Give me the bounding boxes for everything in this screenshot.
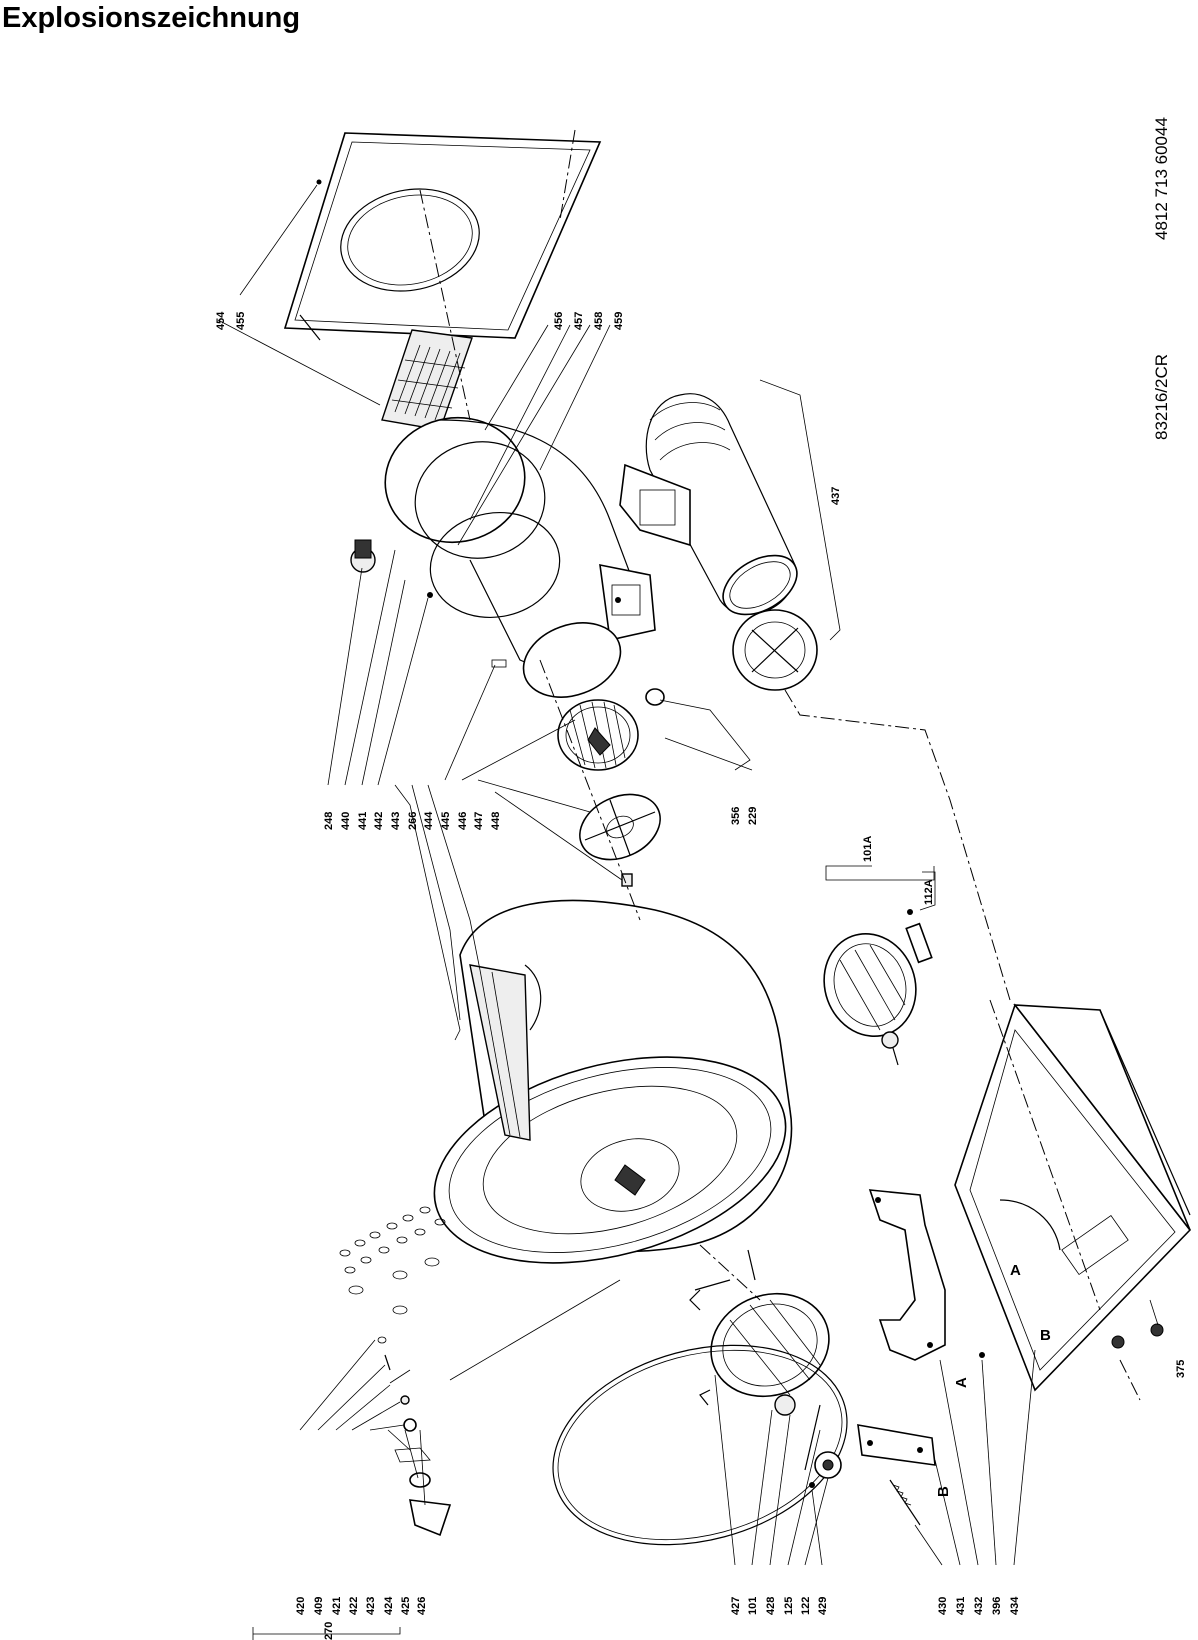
drive-motor xyxy=(689,1249,830,1416)
label-266: 266 xyxy=(407,812,419,830)
label-248: 248 xyxy=(323,812,335,830)
label-229: 229 xyxy=(747,807,759,825)
label-441: 441 xyxy=(357,812,369,830)
front-panel: A B xyxy=(954,1003,1192,1392)
lint-filter xyxy=(381,329,473,431)
label-443: 443 xyxy=(390,812,402,830)
label-455: 455 xyxy=(235,312,247,330)
fan-wheel xyxy=(557,699,639,771)
label-125: 125 xyxy=(783,1597,795,1615)
label-426: 426 xyxy=(416,1597,428,1615)
part-code: 4812 713 60044 xyxy=(1152,117,1171,240)
label-434: 434 xyxy=(1009,1596,1021,1615)
label-432: 432 xyxy=(973,1597,985,1615)
label-448: 448 xyxy=(490,812,502,830)
fan-housing xyxy=(350,416,656,698)
label-427: 427 xyxy=(730,1597,742,1615)
label-270: 270 xyxy=(323,1622,335,1640)
label-440: 440 xyxy=(340,812,352,830)
belt-tensioner xyxy=(804,1404,842,1488)
label-101a: 101A xyxy=(862,836,874,862)
drive-belt xyxy=(552,1344,848,1546)
model-code: 83216/2CR xyxy=(1152,354,1171,440)
letter-b-panel: B xyxy=(1040,1327,1051,1344)
label-431: 431 xyxy=(955,1597,967,1615)
screw-375 xyxy=(1150,1323,1164,1337)
label-423: 423 xyxy=(365,1597,377,1615)
label-396: 396 xyxy=(991,1597,1003,1615)
label-422: 422 xyxy=(348,1597,360,1615)
hardware-group xyxy=(339,1206,452,1537)
label-101: 101 xyxy=(747,1597,759,1615)
label-454: 454 xyxy=(215,311,227,330)
label-428: 428 xyxy=(765,1597,777,1615)
label-424: 424 xyxy=(383,1596,395,1615)
label-122: 122 xyxy=(800,1597,812,1615)
label-445: 445 xyxy=(440,812,452,830)
label-112a: 112A xyxy=(923,879,935,905)
label-459: 459 xyxy=(613,312,625,330)
letter-a-panel: A xyxy=(1010,1262,1021,1279)
assembly-axes xyxy=(419,129,1141,1401)
letter-b-bracket: B xyxy=(935,1486,952,1497)
label-420: 420 xyxy=(295,1597,307,1615)
label-456: 456 xyxy=(553,312,565,330)
label-437: 437 xyxy=(830,487,842,505)
label-457: 457 xyxy=(573,312,585,330)
label-429: 429 xyxy=(817,1597,829,1615)
bracket-a: A xyxy=(868,1189,985,1388)
letter-a-bracket: A xyxy=(953,1377,970,1388)
motor-101a xyxy=(823,909,933,1066)
label-425: 425 xyxy=(400,1597,412,1615)
bracket-b: B xyxy=(857,1424,952,1526)
label-375: 375 xyxy=(1175,1360,1187,1378)
page-title: Explosionszeichnung xyxy=(2,2,301,34)
part-labels: 454 455 456 457 458 459 437 248 440 441 … xyxy=(215,311,1187,1640)
label-447: 447 xyxy=(473,812,485,830)
fan-cover xyxy=(579,793,661,887)
leader-lines xyxy=(217,184,1159,1640)
exhaust-duct xyxy=(619,393,818,706)
label-430: 430 xyxy=(937,1597,949,1615)
label-421: 421 xyxy=(331,1597,343,1615)
label-444: 444 xyxy=(423,811,435,830)
rear-panel xyxy=(283,132,602,339)
label-409: 409 xyxy=(313,1597,325,1615)
label-446: 446 xyxy=(457,812,469,830)
label-442: 442 xyxy=(373,812,385,830)
label-458: 458 xyxy=(593,312,605,330)
drum xyxy=(433,899,793,1264)
label-356: 356 xyxy=(730,807,742,825)
